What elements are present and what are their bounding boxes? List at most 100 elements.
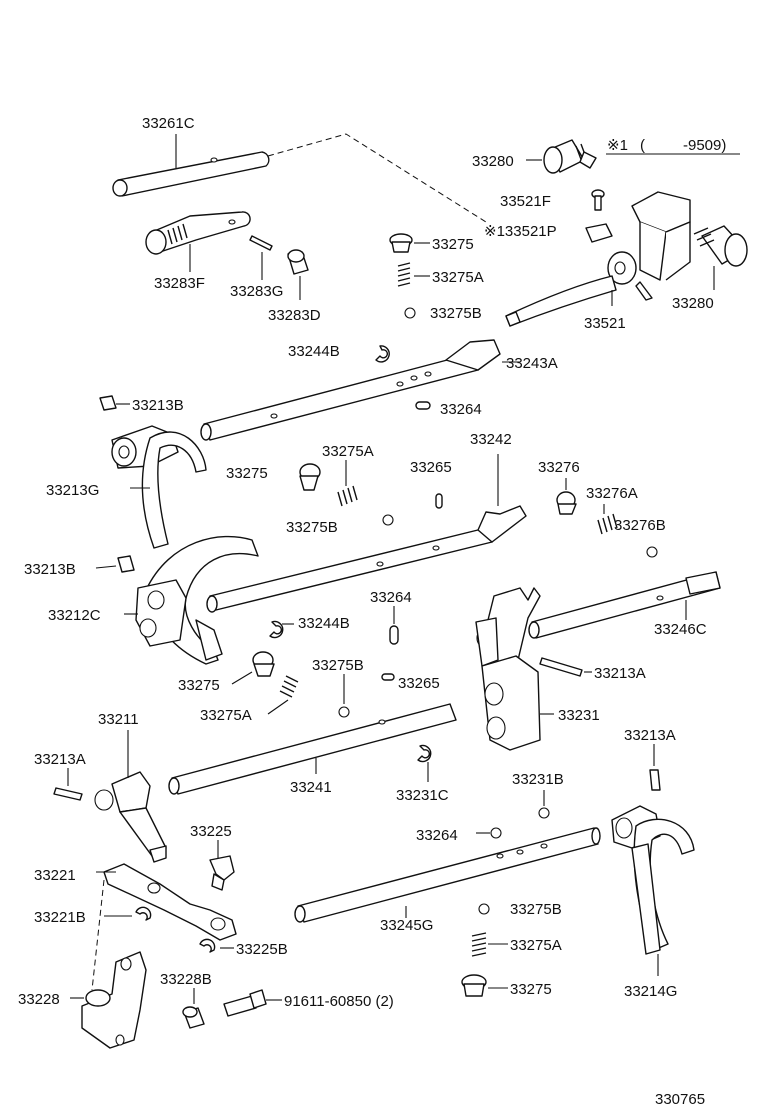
bolt-33521f [591, 189, 605, 211]
label-33221b: 33221B [34, 909, 86, 926]
label-33225b: 33225B [236, 941, 288, 958]
label-33265-low: 33265 [398, 675, 440, 692]
label-33261c: 33261C [142, 115, 195, 132]
label-33276b: 33276B [614, 517, 666, 534]
fork-33212c [135, 535, 259, 665]
lever-33221 [103, 863, 237, 941]
label-33243a: 33243A [506, 355, 558, 372]
label-33214g: 33214G [624, 983, 677, 1000]
lever-33521 [505, 191, 691, 327]
plug-33275-mid [299, 463, 321, 491]
label-33283d: 33283D [268, 307, 321, 324]
bolt-33213b-mid [117, 555, 135, 573]
note-mark: ※1 [607, 137, 628, 154]
spring-33275a-mid [337, 485, 358, 507]
label-33275a-bot: 33275A [510, 937, 562, 954]
plug-33276 [556, 491, 577, 515]
shaft-33243a [200, 339, 501, 441]
clip-33221b [135, 906, 152, 921]
spring-33275a-low [279, 675, 299, 698]
switch-33280-top [543, 139, 597, 174]
note-paren-open: ( [640, 137, 645, 154]
label-33228b: 33228B [160, 971, 212, 988]
note-range: -9509) [683, 137, 726, 154]
bolt-91611 [223, 989, 267, 1017]
clip-33231c [417, 744, 432, 763]
label-33283f: 33283F [154, 275, 205, 292]
label-33231: 33231 [558, 707, 600, 724]
label-33275a-mid: 33275A [322, 443, 374, 460]
label-33246c: 33246C [654, 621, 707, 638]
label-33276: 33276 [538, 459, 580, 476]
label-33275a-low: 33275A [200, 707, 252, 724]
label-33275-low: 33275 [178, 677, 220, 694]
cap-33283d [287, 249, 309, 275]
label-33213b-top: 33213B [132, 397, 184, 414]
switch-33280-right [693, 225, 748, 267]
pin-33265-low [381, 673, 395, 681]
spring-33275a-bot [471, 932, 487, 957]
label-33275-mid: 33275 [226, 465, 268, 482]
shaft-33242 [206, 505, 527, 613]
plug-33275-bot [461, 974, 487, 997]
label-33225: 33225 [190, 823, 232, 840]
label-33265-top: 33265 [410, 459, 452, 476]
lever-33211 [94, 771, 167, 863]
plug-33283f [145, 211, 251, 255]
label-33245g: 33245G [380, 917, 433, 934]
label-33244b-top: 33244B [288, 343, 340, 360]
block-33225 [209, 855, 235, 891]
label-33275b-mid: 33275B [286, 519, 338, 536]
shaft-33261c [112, 151, 270, 197]
bushing-33228b [182, 1006, 205, 1029]
pin-33213a-mid [539, 657, 583, 677]
ball-33275b-top [404, 307, 416, 319]
label-33242: 33242 [470, 431, 512, 448]
label-33231b: 33231B [512, 771, 564, 788]
label-33211: 33211 [98, 711, 139, 728]
label-33275b-top: 33275B [430, 305, 482, 322]
pin-33213a-left [53, 787, 83, 801]
pin-33283g [249, 235, 273, 251]
labels: 33261C 33280 ※1 ( -9509) 33521F ※133521P… [18, 115, 740, 1108]
label-33275-bot: 33275 [510, 981, 552, 998]
pin-33213a-right [649, 769, 661, 791]
bolt-33213b-top [99, 395, 117, 411]
label-33213a-right: 33213A [624, 727, 676, 744]
label-33275a-top: 33275A [432, 269, 484, 286]
label-91611-60850: 91611-60850 (2) [284, 993, 394, 1010]
spring-33276a [597, 513, 618, 535]
figure-number: 330765 [655, 1091, 705, 1108]
label-33221: 33221 [34, 867, 76, 884]
plug-33275-low [252, 651, 275, 677]
label-33244b-mid: 33244B [298, 615, 350, 632]
clip-33244b-top [375, 345, 390, 363]
clip-33225b [199, 938, 216, 953]
ball-33264-low [490, 827, 502, 839]
label-33264-low: 33264 [416, 827, 458, 844]
label-33213b-mid: 33213B [24, 561, 76, 578]
plate-33521p [585, 223, 613, 243]
pin-33264-mid [389, 625, 399, 645]
label-33264-top: 33264 [440, 401, 482, 418]
ball-33275b-low [338, 706, 350, 718]
label-33213a-left: 33213A [34, 751, 86, 768]
plug-33275-top [389, 233, 413, 253]
bracket-33231 [475, 587, 541, 751]
label-33283g: 33283G [230, 283, 283, 300]
label-33521f: 33521F [500, 193, 551, 210]
label-33241: 33241 [290, 779, 332, 796]
label-33213g: 33213G [46, 482, 99, 499]
label-33280-top: 33280 [472, 153, 514, 170]
ball-33275b-mid [382, 514, 394, 526]
label-33521: 33521 [584, 315, 626, 332]
label-33212c: 33212C [48, 607, 101, 624]
label-33276a: 33276A [586, 485, 638, 502]
label-33280-right: 33280 [672, 295, 714, 312]
label-33213a-mid: 33213A [594, 665, 646, 682]
ball-33275b-bot [478, 903, 490, 915]
bracket-33228 [81, 951, 147, 1049]
label-33275b-low: 33275B [312, 657, 364, 674]
shaft-33241 [168, 703, 457, 795]
